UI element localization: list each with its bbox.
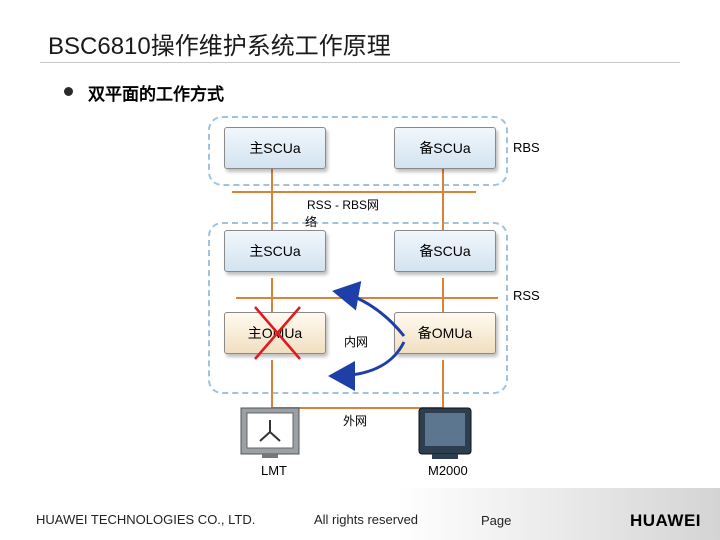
m2000-computer-icon [418, 407, 472, 459]
rbs-region [208, 116, 508, 186]
rss-rbs-network-label-wrap: 络 [305, 215, 318, 229]
page-title: BSC6810操作维护系统工作原理 [48, 33, 391, 60]
footer-rights: All rights reserved [314, 512, 419, 527]
rss-bus [236, 297, 498, 299]
top-main-scu-card: 主SCUa [224, 127, 326, 169]
bullet-icon [64, 87, 73, 96]
m2000-label: M2000 [428, 463, 468, 478]
backup-omu-card: 备OMUa [394, 312, 496, 354]
internal-network-label: 内网 [344, 335, 369, 349]
title-divider [40, 62, 680, 63]
failover-arrow-lower [328, 341, 406, 391]
rbs-label: RBS [513, 140, 540, 155]
link-main-top-to-mid [271, 165, 273, 240]
mid-backup-scu-card: 备SCUa [394, 230, 496, 272]
rss-label: RSS [513, 288, 540, 303]
footer-company: HUAWEI TECHNOLOGIES CO., LTD. [36, 512, 256, 527]
link-backup-omu-to-m2000 [442, 360, 444, 408]
failover-arrow-upper [332, 281, 406, 337]
rss-rbs-network-label: RSS - RBS网 [307, 198, 380, 212]
lmt-label: LMT [261, 463, 287, 478]
rss-region [208, 222, 508, 394]
huawei-logo-text: HUAWEI [630, 511, 701, 530]
footer-page: Page [481, 513, 512, 528]
external-network-label: 外网 [343, 414, 368, 428]
link-backup-mid-to-omu [442, 278, 444, 320]
mid-main-scu-card: 主SCUa [224, 230, 326, 272]
footer-band [0, 488, 720, 540]
link-main-mid-to-omu [271, 278, 273, 320]
link-backup-top-to-mid [442, 165, 444, 240]
top-backup-scu-card: 备SCUa [394, 127, 496, 169]
main-omu-card: 主OMUa [224, 312, 326, 354]
fault-cross-icon [254, 306, 301, 360]
lmt-computer-icon [240, 407, 300, 458]
link-main-omu-to-lmt [271, 360, 273, 408]
rbs-bus [232, 191, 476, 193]
bullet-text: 双平面的工作方式 [88, 85, 224, 105]
